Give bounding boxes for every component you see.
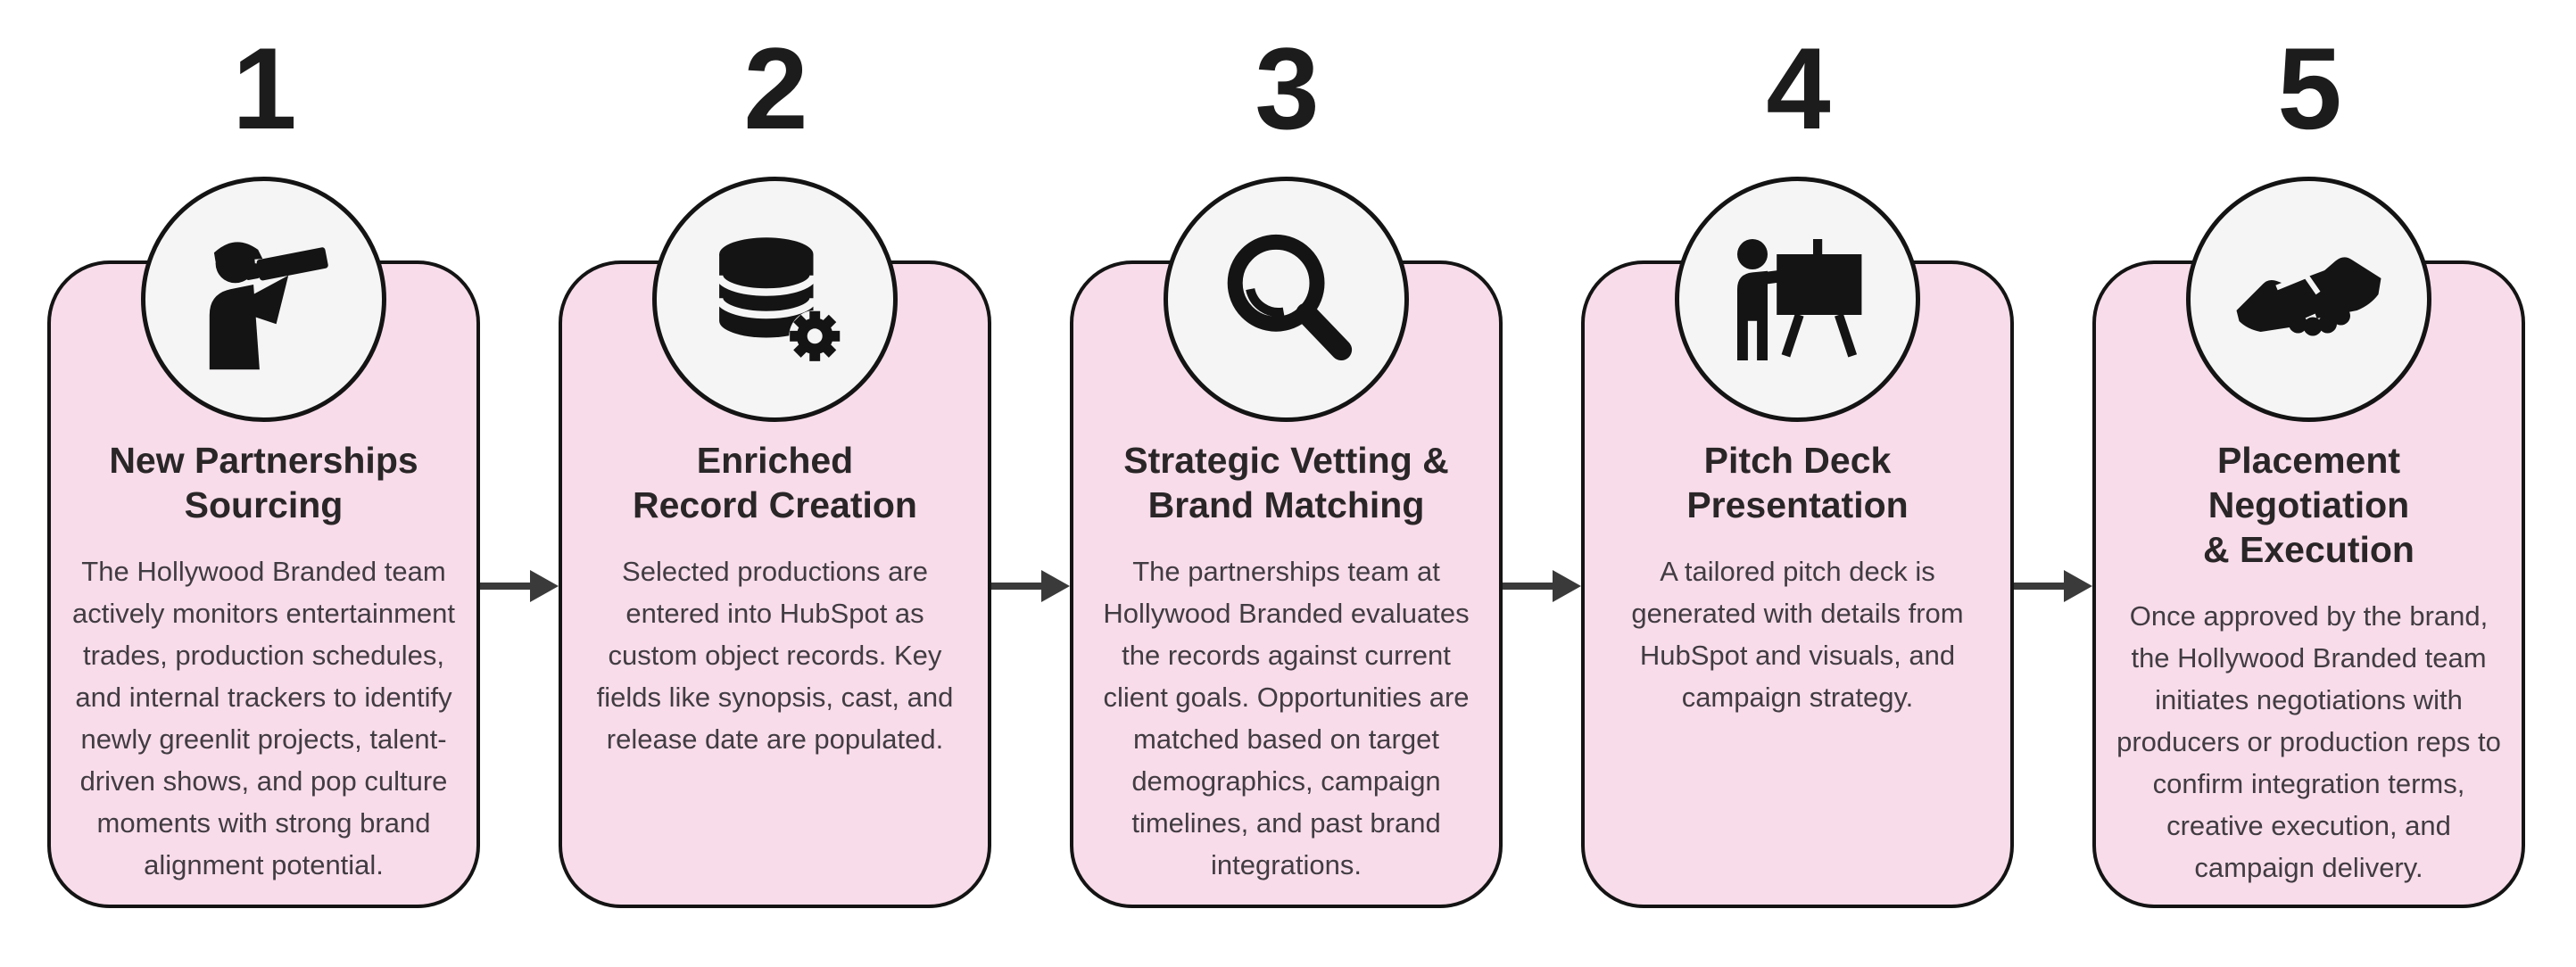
lookout-telescope-icon [188, 224, 340, 376]
flow-gap [2014, 0, 2092, 967]
step-number: 1 [232, 23, 296, 153]
flow-gap [991, 0, 1070, 967]
step-title: Enriched Record Creation [633, 440, 917, 525]
step-description: Selected productions are entered into Hu… [596, 556, 954, 755]
flow-gap [480, 0, 559, 967]
step-card-4: 4 Pitch Deck Presentation A tail [1581, 0, 2014, 908]
database-gear-icon [700, 224, 851, 376]
icon-badge [141, 177, 386, 422]
flow-arrow-icon [480, 570, 559, 602]
pitch-presentation-icon [1722, 224, 1874, 376]
flow-gap [1503, 0, 1581, 967]
step-card-3: 3 Strategic Vetting & Brand Matching The… [1070, 0, 1503, 908]
icon-badge [1675, 177, 1920, 422]
step-description: A tailored pitch deck is generated with … [1631, 556, 1964, 713]
step-card-body: New Partnerships Sourcing The Hollywood … [47, 260, 480, 908]
icon-badge [1164, 177, 1409, 422]
flow-arrow-icon [2014, 570, 2092, 602]
step-title: New Partnerships Sourcing [109, 440, 418, 525]
step-description: The Hollywood Branded team actively moni… [71, 556, 456, 880]
step-number: 4 [1766, 23, 1830, 153]
step-title: Strategic Vetting & Brand Matching [1123, 440, 1449, 525]
step-number: 2 [743, 23, 808, 153]
icon-badge [652, 177, 898, 422]
flow-arrow-icon [991, 570, 1070, 602]
step-title: Pitch Deck Presentation [1686, 440, 1909, 525]
flow-arrow-icon [1503, 570, 1581, 602]
step-card-2: 2 [559, 0, 991, 908]
step-title: Placement Negotiation & Execution [2203, 440, 2414, 570]
step-number: 5 [2277, 23, 2341, 153]
step-card-1: 1 New Partnership [47, 0, 480, 908]
handshake-icon [2226, 233, 2391, 367]
step-number: 3 [1255, 23, 1319, 153]
magnifying-glass-icon [1211, 224, 1363, 376]
step-description: Once approved by the brand, the Hollywoo… [2116, 600, 2501, 883]
step-description: The partnerships team at Hollywood Brand… [1103, 556, 1470, 880]
step-card-5: 5 Placement Negotiation [2092, 0, 2525, 908]
icon-badge [2186, 177, 2431, 422]
